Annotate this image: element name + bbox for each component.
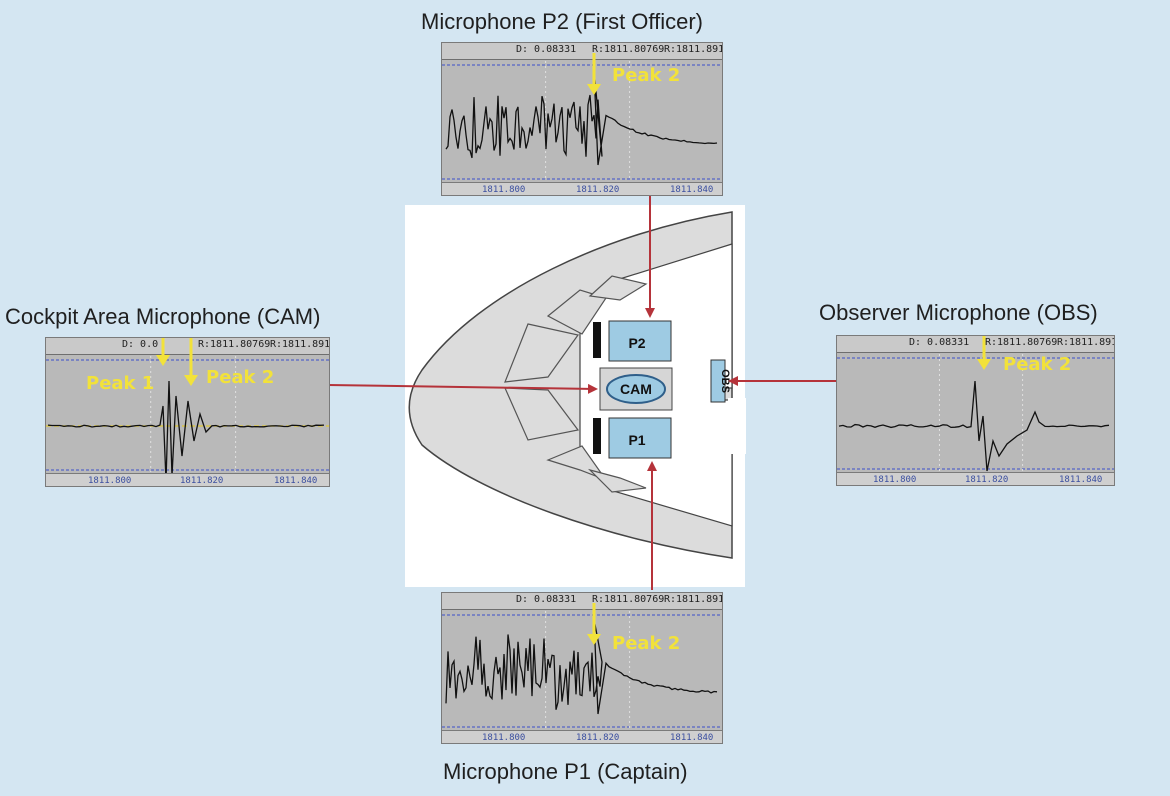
cam-tick-2: 1811.820 — [180, 476, 224, 486]
p1-mic-box — [608, 417, 672, 459]
obs-title: Observer Microphone (OBS) — [819, 300, 1098, 325]
p2-waveform-panel: D: 0.08331 R:1811.80769 R:1811.8910 1811… — [441, 42, 723, 196]
p2-box-label: P2 — [628, 335, 645, 351]
cam-peak-1-arrow-head — [156, 355, 170, 366]
p2-header-d: D: 0.08331 — [516, 44, 577, 55]
obs-peak-arrow-head — [977, 359, 991, 370]
cam-time-axis: 1811.800 1811.820 1811.840 — [46, 473, 329, 486]
cam-tick-3: 1811.840 — [274, 476, 318, 486]
p1-waveform — [442, 603, 722, 729]
p2-time-axis: 1811.800 1811.820 1811.840 — [442, 182, 722, 195]
seat-bar-p2 — [593, 322, 601, 358]
cam-waveform — [46, 338, 329, 482]
p1-peak-label: Peak 2 — [612, 633, 681, 654]
p1-time-axis: 1811.800 1811.820 1811.840 — [442, 730, 722, 743]
obs-peak-label: Peak 2 — [1003, 354, 1072, 375]
p1-tick-3: 1811.840 — [670, 733, 714, 743]
p1-header-r2: R:1811.8910 — [664, 594, 722, 605]
obs-time-axis: 1811.800 1811.820 1811.840 — [837, 472, 1114, 485]
p2-waveform — [442, 53, 722, 181]
p1-panel-header: D: 0.08331 R:1811.80769 R:1811.8910 — [442, 593, 722, 610]
cam-box-label: CAM — [620, 381, 652, 397]
cam-header-r1: R:1811.80769 — [198, 339, 271, 350]
p1-header-r1: R:1811.80769 — [592, 594, 665, 605]
p2-signal-trace — [445, 69, 718, 166]
cam-tick-1: 1811.800 — [88, 476, 132, 486]
p2-peak-label: Peak 2 — [612, 65, 681, 86]
p2-tick-2: 1811.820 — [576, 185, 620, 195]
cabin-door-cutout — [728, 398, 746, 454]
p1-header-d: D: 0.08331 — [516, 594, 577, 605]
p2-peak-arrow-head — [587, 84, 601, 95]
obs-tick-3: 1811.840 — [1059, 475, 1103, 485]
p1-box-label: P1 — [628, 432, 645, 448]
obs-header-r2: R:1811.8910 — [1057, 337, 1114, 348]
windshield-panels — [504, 275, 648, 493]
obs-mic-box — [710, 359, 726, 403]
cam-panel-header: D: 0.0 R:1811.80769 R:1811.8910 — [46, 338, 329, 355]
obs-waveform-panel: D: 0.08331 R:1811.80769 R:1811.8910 1811… — [836, 335, 1115, 486]
cam-header-d: D: 0.0 — [122, 339, 159, 350]
p1-title: Microphone P1 (Captain) — [443, 759, 688, 784]
cam-peak-2-arrow-head — [184, 375, 198, 386]
cam-peak-2-label: Peak 2 — [206, 367, 275, 388]
obs-header-r1: R:1811.80769 — [985, 337, 1058, 348]
p1-signal-trace — [445, 618, 718, 715]
cam-waveform-panel: D: 0.0 R:1811.80769 R:1811.8910 1811.800… — [45, 337, 330, 487]
obs-header-d: D: 0.08331 — [909, 337, 970, 348]
p1-tick-2: 1811.820 — [576, 733, 620, 743]
seat-bar-p1 — [593, 418, 601, 454]
p2-mic-box — [608, 320, 672, 362]
obs-waveform — [837, 336, 1114, 472]
p1-tick-1: 1811.800 — [482, 733, 526, 743]
obs-signal-trace — [838, 380, 1110, 472]
p2-tick-1: 1811.800 — [482, 185, 526, 195]
obs-tick-2: 1811.820 — [965, 475, 1009, 485]
p2-tick-3: 1811.840 — [670, 185, 714, 195]
cam-peak-1-label: Peak 1 — [86, 373, 155, 394]
p1-peak-arrow-head — [587, 634, 601, 645]
p2-panel-header: D: 0.08331 R:1811.80769 R:1811.8910 — [442, 43, 722, 60]
obs-box-label: OBS — [719, 369, 731, 393]
cam-header-r2: R:1811.8910 — [270, 339, 330, 350]
cam-connector-arrow — [327, 383, 598, 394]
cam-mic-ellipse — [606, 374, 666, 404]
obs-panel-header: D: 0.08331 R:1811.80769 R:1811.8910 — [837, 336, 1114, 353]
p1-waveform-panel: D: 0.08331 R:1811.80769 R:1811.8910 1811… — [441, 592, 723, 744]
cam-title: Cockpit Area Microphone (CAM) — [5, 304, 321, 329]
cam-signal-trace — [47, 380, 325, 482]
p2-header-r1: R:1811.80769 — [592, 44, 665, 55]
obs-tick-1: 1811.800 — [873, 475, 917, 485]
p2-header-r2: R:1811.8910 — [664, 44, 722, 55]
p2-title: Microphone P2 (First Officer) — [421, 9, 704, 34]
